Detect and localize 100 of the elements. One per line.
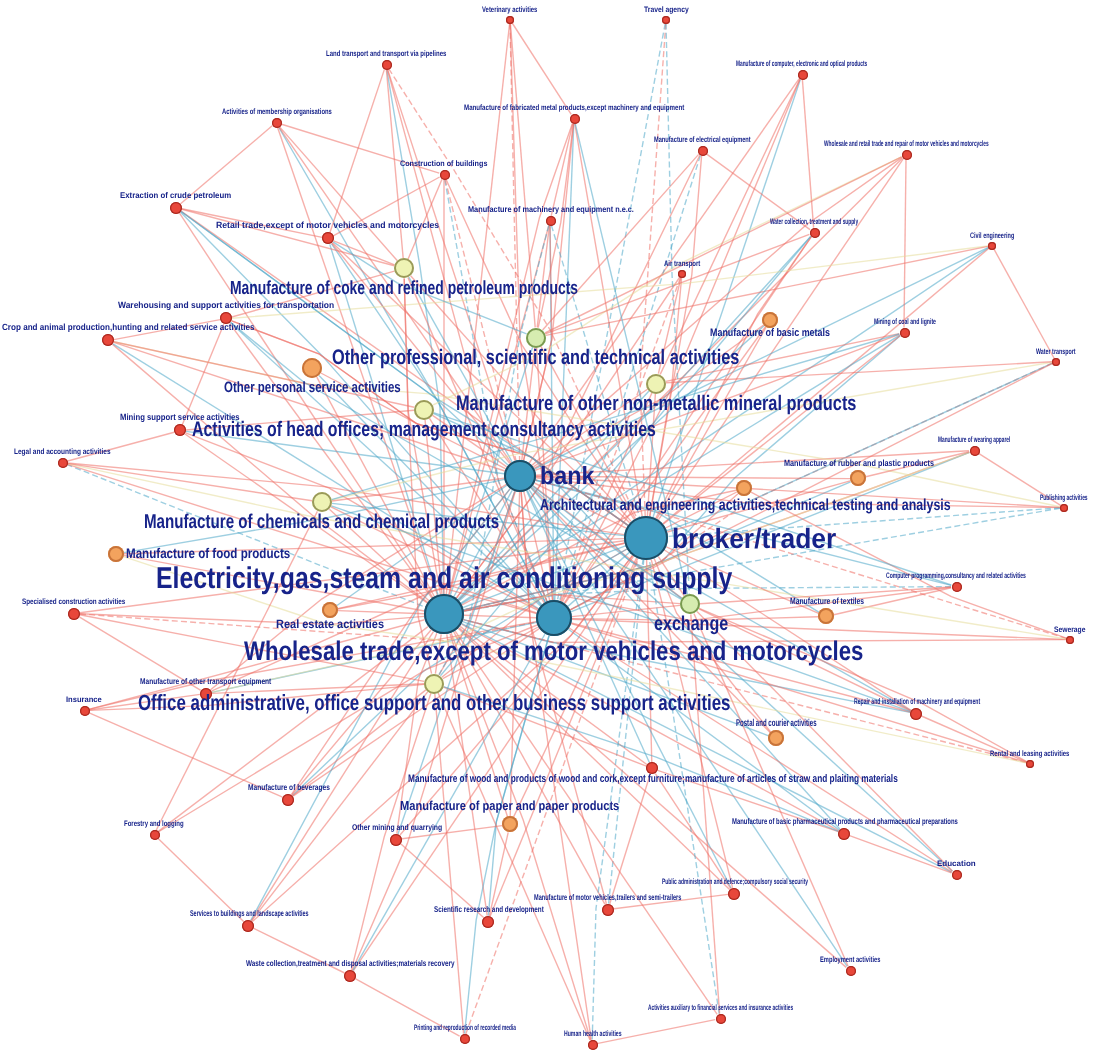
network-edge <box>509 491 521 818</box>
network-edge <box>449 632 509 818</box>
network-edge <box>666 480 851 533</box>
network-edge <box>291 548 628 797</box>
network-edge <box>751 488 1061 509</box>
network-edge <box>977 452 1062 507</box>
network-edge <box>434 633 442 675</box>
network-edge <box>535 346 554 602</box>
network-edge <box>111 343 429 604</box>
network-edge <box>459 247 990 605</box>
network-edge <box>78 616 202 692</box>
network-edge <box>448 224 550 596</box>
network-edge <box>331 361 1053 501</box>
network-edge <box>401 824 503 840</box>
network-edge <box>453 631 606 906</box>
network-edge <box>450 632 592 1041</box>
network-edge <box>489 557 639 917</box>
network-edge <box>693 612 849 967</box>
network-edge <box>652 78 802 518</box>
network-edge <box>229 321 542 607</box>
network-edge <box>428 417 546 604</box>
network-edge <box>456 390 650 601</box>
network-edge <box>662 247 990 525</box>
network-edge <box>66 431 175 462</box>
network-edge <box>385 68 404 260</box>
network-edge <box>354 977 461 1037</box>
network-edge <box>666 362 1054 532</box>
network-edge <box>462 618 911 714</box>
network-edge <box>408 276 513 463</box>
network-edge <box>331 502 625 537</box>
network-edge <box>337 587 538 615</box>
network-edge <box>403 277 433 675</box>
network-edge <box>574 122 689 596</box>
network-edge <box>509 22 536 329</box>
network-edge <box>665 332 900 383</box>
network-edge <box>534 333 901 472</box>
network-edge <box>541 153 700 331</box>
network-edge <box>88 620 537 711</box>
network-edge <box>337 609 425 615</box>
node-label: Activities of head offices; management consultancy activities <box>192 420 656 442</box>
node-label: broker/trader <box>672 524 837 552</box>
network-edge <box>607 559 645 905</box>
network-edge <box>540 345 637 520</box>
network-edge <box>452 489 514 598</box>
node-label: exchange <box>653 615 728 636</box>
network-edge <box>66 462 1067 640</box>
network-edge <box>65 463 427 608</box>
node-label: Architectural and engineering activities,technical testing and analysis <box>539 497 950 514</box>
network-edge <box>79 613 425 626</box>
network-edge <box>534 479 952 587</box>
network-edge <box>291 629 432 796</box>
network-edge <box>648 276 683 518</box>
network-edge <box>649 154 703 518</box>
network-edge <box>66 463 538 614</box>
network-edge <box>705 152 811 231</box>
network-edge <box>570 451 971 613</box>
network-edge <box>424 418 443 596</box>
network-edge <box>526 489 732 889</box>
network-edge <box>330 505 912 713</box>
network-edge <box>352 633 546 972</box>
network-edge <box>613 893 729 910</box>
network-edge <box>444 178 517 462</box>
network-edge <box>184 433 429 604</box>
network-edge <box>571 604 681 618</box>
network-edge <box>318 374 543 607</box>
network-edge <box>650 558 734 889</box>
network-edge <box>463 507 1061 612</box>
network-edge <box>460 623 840 832</box>
network-edge <box>657 158 904 521</box>
network-edge <box>397 490 516 835</box>
network-edge <box>181 208 323 239</box>
network-edge <box>458 627 847 969</box>
network-edge <box>113 341 415 408</box>
network-edge <box>698 607 1028 763</box>
network-edge <box>461 622 953 874</box>
network-edge <box>88 619 426 711</box>
network-edge <box>567 628 840 831</box>
network-edge <box>331 242 631 524</box>
network-edge <box>525 489 651 764</box>
network-edge <box>330 333 900 501</box>
network-edge <box>460 334 901 605</box>
network-edge <box>528 77 800 464</box>
network-edge <box>231 245 989 319</box>
network-edge <box>185 430 505 475</box>
network-edge <box>179 211 543 606</box>
network-edge <box>531 156 903 467</box>
network-edge <box>659 78 801 376</box>
network-edge <box>79 540 625 614</box>
network-edge <box>550 224 641 518</box>
network-edge <box>250 690 429 922</box>
network-edge <box>545 245 989 337</box>
network-edge <box>88 683 425 712</box>
network-edge <box>458 325 765 602</box>
network-edge <box>178 211 434 599</box>
network-edge <box>512 557 638 819</box>
network-edge <box>535 450 970 476</box>
network-edge <box>155 510 319 831</box>
network-edge <box>646 392 657 517</box>
network-edge <box>179 125 273 205</box>
network-edge <box>993 248 1055 359</box>
